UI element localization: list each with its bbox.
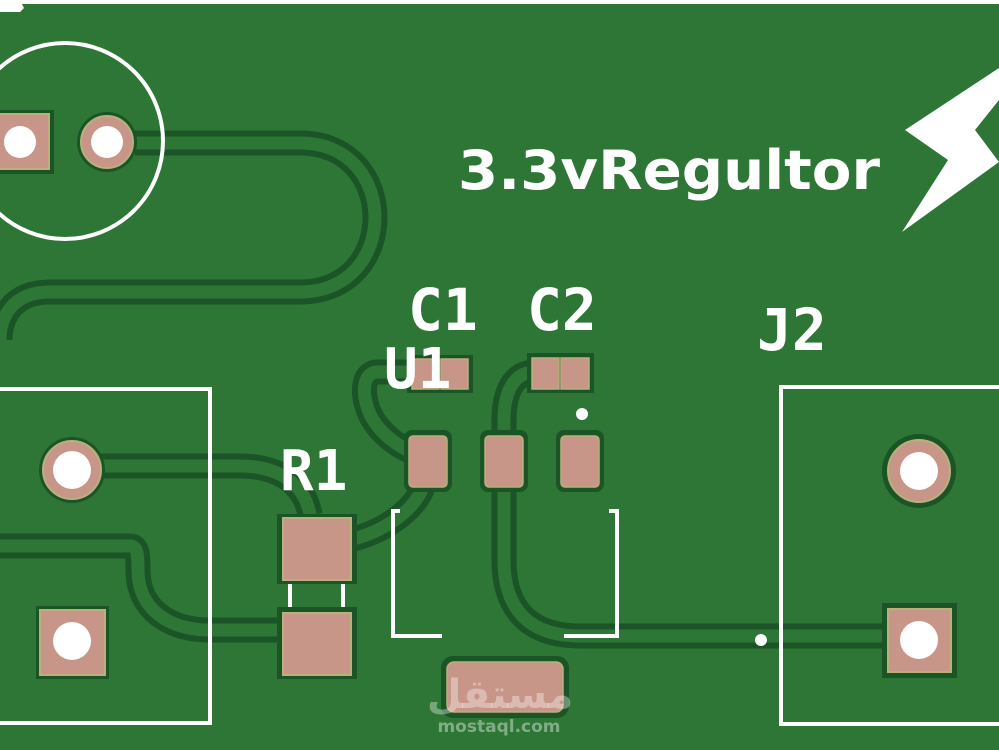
pads <box>0 110 957 718</box>
watermark-arabic: مستقل <box>427 672 573 718</box>
u1-outline-right <box>564 509 619 638</box>
j2-pad-2 <box>882 434 956 508</box>
silkscreen <box>0 41 999 726</box>
board-title: 3.3vRegultor <box>458 139 880 202</box>
j2-pad-1 <box>882 603 957 678</box>
d1-outline <box>0 41 165 241</box>
watermark-latin: mostaql.com <box>437 717 560 737</box>
c2-label: C2 <box>527 276 597 344</box>
via-dot <box>755 634 767 646</box>
pin1-marker-dot <box>576 408 588 420</box>
u1-pad-3 <box>556 430 604 492</box>
j2-label: J2 <box>757 296 827 364</box>
j1-pad-1 <box>36 606 109 679</box>
r1-pad-1 <box>277 514 357 584</box>
r1-label: R1 <box>280 439 347 504</box>
c2-pads <box>527 353 594 393</box>
c1-label: C1 <box>408 276 478 344</box>
u1-tab-pad <box>441 656 569 718</box>
j2-outline <box>779 385 999 726</box>
c1-pads <box>407 355 473 393</box>
silkscreen-fragment <box>0 4 24 12</box>
trace-d1-to-left <box>0 130 388 341</box>
d1-pad-1 <box>0 110 54 174</box>
j1-pad-2 <box>39 437 105 503</box>
r1-pad-2 <box>277 607 357 679</box>
trace-left-to-r1 <box>0 533 285 643</box>
trace-j1-to-r1 <box>100 453 323 518</box>
j1-outline <box>0 387 212 725</box>
u1-pad-2 <box>480 430 528 492</box>
lightning-bolt-icon <box>902 68 999 232</box>
trace-c2-to-j2 <box>491 359 910 649</box>
u1-label: U1 <box>384 337 451 402</box>
u1-pad-1 <box>404 430 452 492</box>
u1-outline-left <box>391 509 442 638</box>
d1-pad-2 <box>77 112 137 172</box>
trace-c1-to-u1 <box>351 359 418 464</box>
